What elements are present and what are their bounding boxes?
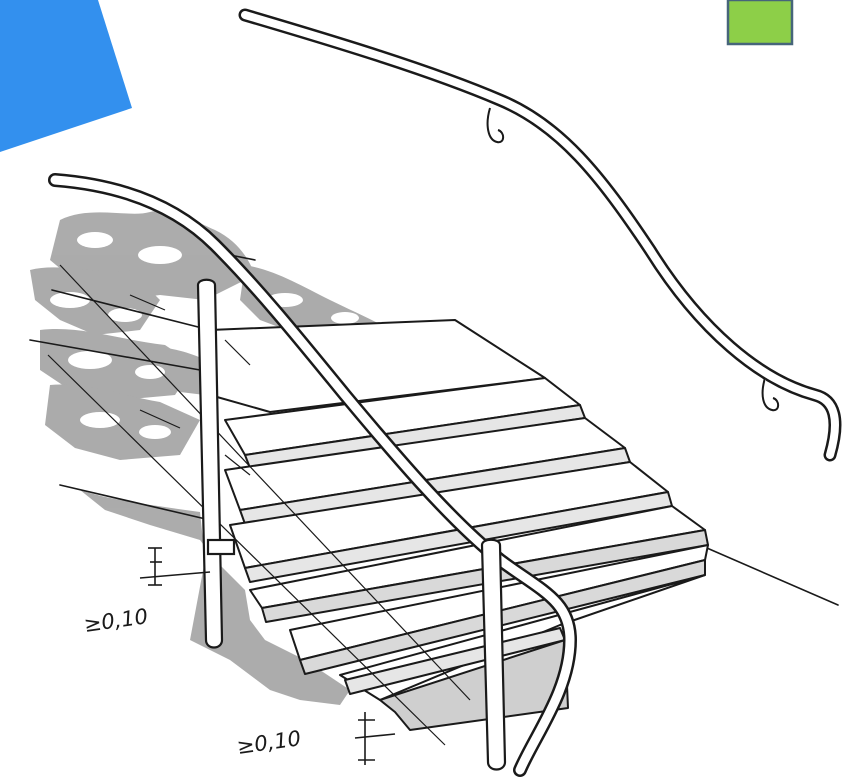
green-square-icon [726, 0, 794, 46]
dimension-label-railing-offset: ≥0,10 [82, 604, 149, 637]
front-railing-post [480, 538, 507, 771]
dimension-label-step-offset: ≥0,10 [235, 726, 302, 759]
left-railing-post [196, 278, 236, 649]
wall-bracket-upper [486, 107, 505, 144]
wall-bracket-lower [761, 377, 780, 412]
stringer-lines [47, 264, 471, 746]
left-handrail [48, 173, 577, 777]
dimension-marker-bottom [354, 712, 396, 765]
blue-polygon-icon [0, 0, 132, 152]
right-wall-handrail [238, 8, 842, 462]
dimension-marker-left [139, 547, 211, 586]
